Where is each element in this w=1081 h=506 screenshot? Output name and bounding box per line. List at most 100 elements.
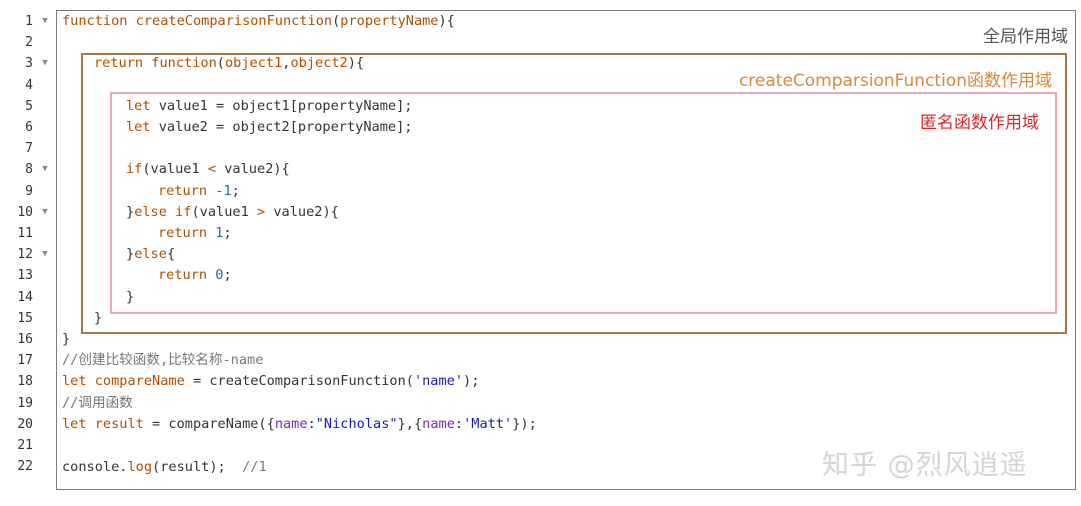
token: : (454, 415, 464, 432)
parameter: object1 (224, 55, 283, 72)
fold-arrow-icon[interactable]: ▼ (42, 164, 48, 175)
line-number: 1 (25, 14, 33, 29)
line-number: 22 (17, 459, 33, 475)
create-function-scope-label: createComparsionFunction函数作用域 (738, 71, 1052, 91)
property: name (422, 415, 455, 432)
token: (result); (152, 459, 243, 475)
fold-arrow-icon[interactable]: ▼ (42, 16, 48, 26)
token: = createComparisonFunction( (184, 373, 414, 390)
token: ; (231, 182, 240, 199)
code-line-8: if(value1 < value2){ (126, 159, 290, 180)
line-number: 6 (25, 120, 33, 135)
line-number: 8 (25, 162, 33, 178)
anonymous-function-scope-label: 匿名函数作用域 (920, 113, 1039, 133)
global-scope-box (56, 10, 1076, 490)
code-line-20: let result = compareName({name:"Nicholas… (62, 414, 537, 435)
keyword: return (158, 182, 208, 199)
token: ); (463, 373, 480, 390)
code-line-10: }else if(value1 > value2){ (126, 202, 339, 223)
zhihu-watermark: 知乎 @烈风逍遥 (822, 450, 1028, 481)
keyword: let (62, 373, 87, 390)
keyword: let (126, 97, 151, 114)
code-line-3: return function(object1,object2){ (94, 53, 364, 74)
fold-arrow-icon[interactable]: ▼ (42, 206, 48, 217)
line-number: 18 (17, 374, 33, 390)
keyword: return (158, 225, 208, 241)
code-line-15: } (94, 308, 102, 329)
code-line-9: return -1; (158, 181, 240, 202)
token: ( (332, 13, 341, 29)
line-number: 19 (17, 395, 33, 411)
token: }); (512, 415, 537, 432)
function-name: createComparisonFunction (135, 13, 333, 29)
token: { (166, 246, 176, 263)
code-line-22: console.log(result); //1 (62, 457, 267, 478)
variable-name: result (94, 415, 144, 432)
token: (value1 (142, 161, 208, 178)
line-number: 7 (25, 141, 33, 157)
token: value2){ (265, 203, 339, 220)
property: name (274, 415, 308, 432)
token: } (62, 331, 71, 347)
keyword: return (158, 267, 208, 284)
keyword: else if (134, 203, 192, 220)
parameter: object2 (290, 55, 348, 72)
token: } (94, 309, 103, 326)
operator: > (256, 203, 266, 220)
line-number: 10 (17, 204, 33, 220)
string: "Nicholas" (315, 415, 398, 432)
operator: < (207, 161, 217, 178)
code-line-11: return 1; (158, 223, 232, 244)
token: },{ (397, 415, 423, 432)
code-line-19: //调用函数 (62, 393, 133, 414)
line-number: 17 (17, 353, 33, 369)
keyword: return (94, 55, 144, 72)
keyword: function (62, 13, 128, 29)
create-function-scope-box (81, 53, 1067, 334)
fold-arrow-icon[interactable]: ▼ (42, 58, 48, 69)
line-number: 21 (17, 438, 33, 453)
token (127, 13, 135, 29)
token: ){ (347, 55, 365, 72)
line-number: 12 (17, 247, 33, 263)
token: : (307, 415, 316, 432)
method-name: log (127, 459, 153, 475)
line-number: 9 (25, 183, 33, 199)
line-number: 16 (17, 332, 33, 347)
line-number: 3 (25, 56, 33, 72)
keyword: if (126, 161, 143, 178)
line-number: 4 (25, 77, 33, 93)
comment: //创建比较函数,比较名称-name (62, 352, 264, 369)
variable-name: compareName (94, 373, 185, 390)
line-number: 13 (17, 268, 33, 284)
token: console. (62, 459, 128, 475)
token: ; (223, 267, 232, 284)
token: = compareName({ (143, 415, 275, 432)
token (87, 373, 95, 389)
keyword: let (62, 415, 87, 432)
line-number: 14 (17, 289, 33, 305)
line-number-gutter: 1 ▼ 2 3 ▼ 4 5 6 7 8 ▼ 9 10 ▼ 11 12 ▼ 13 14 15 16 17 18 19 20 21 22 (0, 0, 57, 506)
keyword: function (143, 55, 217, 72)
code-line-6: let value2 = object2[propertyName]; (126, 117, 412, 138)
line-number: 20 (17, 416, 33, 432)
token: ){ (438, 13, 455, 29)
token: (value1 (191, 203, 257, 220)
code-line-13: return 0; (158, 265, 232, 286)
number: -1 (215, 182, 232, 199)
code-line-12: }else{ (126, 244, 175, 265)
keyword: else (134, 246, 167, 263)
token: value2){ (216, 161, 290, 178)
token: } (126, 288, 135, 305)
string: 'name' (413, 373, 464, 390)
line-number: 11 (17, 226, 33, 241)
token: value2 = object2[propertyName]; (150, 119, 413, 135)
fold-arrow-icon[interactable]: ▼ (42, 249, 48, 260)
line-number: 2 (25, 35, 33, 51)
line-number: 15 (17, 310, 33, 326)
code-line-14: } (126, 287, 134, 308)
line-number: 5 (25, 98, 33, 114)
comment: //1 (242, 459, 267, 475)
comment: //调用函数 (62, 394, 133, 411)
code-line-1: function createComparisonFunction(proper… (62, 11, 455, 32)
